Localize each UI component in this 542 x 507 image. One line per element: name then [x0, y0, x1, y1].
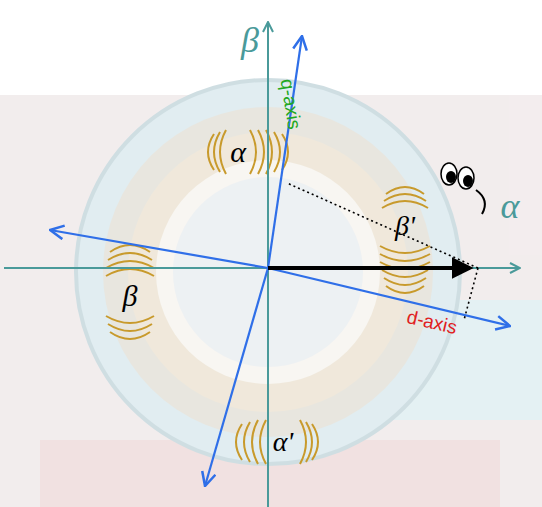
axis-name: q-axis: [278, 77, 305, 130]
coil-label: α: [230, 137, 246, 167]
current-vector: [268, 266, 470, 270]
d-q-axes: [50, 36, 510, 486]
axis-label: β: [241, 22, 259, 58]
motor-photo: [0, 80, 542, 507]
projection-lines: [287, 183, 478, 320]
coil-label: β': [395, 212, 415, 240]
axis-name: d-axis: [405, 307, 459, 337]
coil-label: β: [123, 281, 138, 311]
axis-label: α: [501, 188, 520, 224]
alpha-beta-axes: [4, 22, 520, 507]
coil-label: α': [273, 428, 294, 456]
observer-face: [441, 163, 485, 214]
